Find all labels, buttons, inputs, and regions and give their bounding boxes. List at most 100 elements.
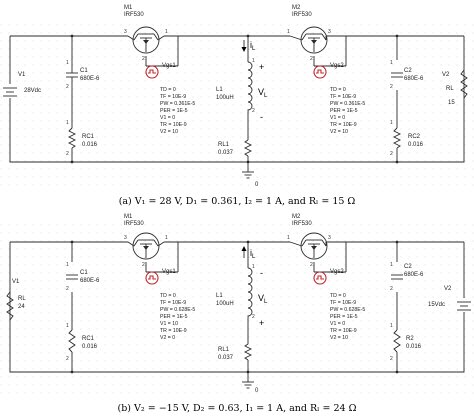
c2-label-b: C2 bbox=[404, 264, 412, 270]
svg-text:2: 2 bbox=[252, 108, 255, 114]
vgs1-param-4-b: V1 = 10 bbox=[160, 321, 178, 327]
minus-sign-b: - bbox=[260, 268, 263, 278]
rl1-value-b: 0.037 bbox=[218, 355, 234, 361]
v2-label-a: V2 bbox=[442, 72, 450, 78]
vgs2-param-0-b: TD = 0 bbox=[330, 293, 346, 299]
svg-text:2: 2 bbox=[390, 356, 393, 362]
svg-text:2: 2 bbox=[142, 56, 145, 62]
ground-label-b: 0 bbox=[255, 388, 259, 394]
r2-value-b: 0.016 bbox=[406, 344, 422, 350]
m1-part-a: IRF530 bbox=[124, 12, 144, 18]
vgs2-param-5-a: TR = 10E-9 bbox=[330, 122, 357, 128]
m1-label-b: M1 bbox=[124, 214, 133, 220]
rc1-label-a: RC1 bbox=[82, 134, 95, 140]
l1-value-a: 100uH bbox=[216, 95, 234, 101]
capacitor-c2-b bbox=[391, 274, 403, 280]
v1-value-a: 28Vdc bbox=[24, 88, 41, 94]
minus-sign-a: - bbox=[260, 112, 263, 122]
current-label-b: iL bbox=[250, 248, 256, 260]
capacitor-c1-b bbox=[66, 274, 78, 280]
pulse-source-vgs2-b bbox=[313, 271, 327, 285]
m1-part-b: IRF530 bbox=[124, 221, 144, 227]
v2-value-b: 15Vdc bbox=[428, 302, 445, 308]
rl-label-a: RL bbox=[446, 86, 454, 92]
m2-label-b: M2 bbox=[292, 214, 301, 220]
v2-label-b: V2 bbox=[444, 286, 452, 292]
capacitor-c1-a bbox=[66, 60, 78, 90]
rc1-value-a: 0.016 bbox=[82, 142, 98, 148]
vgs1-param-0-b: TD = 0 bbox=[160, 293, 176, 299]
mosfet-m1-b bbox=[127, 232, 165, 260]
vgs2-param-0-a: TD = 0 bbox=[330, 87, 346, 93]
vgs1-param-3-b: PER = 1E-5 bbox=[160, 314, 188, 320]
vgs1-label-b: Vgs1 bbox=[162, 269, 176, 275]
svg-text:1: 1 bbox=[66, 323, 69, 329]
svg-text:1: 1 bbox=[165, 29, 168, 35]
vgs1-param-2-b: PW = 0.628E-5 bbox=[160, 307, 195, 313]
pulse-source-vgs2-a bbox=[313, 65, 327, 79]
v1-label-b: V1 bbox=[12, 279, 20, 285]
svg-text:3: 3 bbox=[328, 235, 331, 241]
c2-value-a: 680E-6 bbox=[404, 76, 424, 82]
svg-text:1: 1 bbox=[390, 262, 393, 268]
svg-text:3: 3 bbox=[124, 235, 127, 241]
ground-symbol-a bbox=[242, 171, 254, 179]
vgs2-param-2-b: PW = 0.628E-5 bbox=[330, 307, 365, 313]
svg-text:3: 3 bbox=[328, 29, 331, 35]
vgs2-param-2-a: PW = 0.361E-5 bbox=[330, 101, 365, 107]
resistor-rl1-b bbox=[243, 343, 253, 361]
vgs1-param-3-a: PER = 1E-5 bbox=[160, 108, 188, 114]
vgs2-param-3-b: PER = 1E-5 bbox=[330, 314, 358, 320]
svg-text:1: 1 bbox=[66, 120, 69, 126]
vgs2-param-6-a: V2 = 10 bbox=[330, 129, 348, 135]
caption-b: (b) V₂ = −15 V, D₂ = 0.63, I₁ = 1 A, and… bbox=[118, 403, 357, 414]
mosfet-m1-a bbox=[127, 26, 165, 54]
svg-text:3: 3 bbox=[124, 29, 127, 35]
plus-sign-a: + bbox=[259, 62, 264, 72]
resistor-rc1-b bbox=[68, 329, 76, 353]
m2-part-a: IRF530 bbox=[292, 12, 312, 18]
svg-text:2: 2 bbox=[66, 84, 69, 90]
caption-a: (a) V₁ = 28 V, D₁ = 0.361, I₂ = 1 A, and… bbox=[119, 196, 356, 207]
vgs1-label-a: Vgs1 bbox=[162, 63, 176, 69]
vgs1-param-5-a: TR = 10E-9 bbox=[160, 122, 187, 128]
resistor-rc2-a bbox=[392, 127, 402, 149]
c2-value-b: 680E-6 bbox=[404, 272, 424, 278]
vgs2-param-4-b: V1 = 0 bbox=[330, 321, 345, 327]
voltage-label-a: VL bbox=[258, 87, 268, 99]
rl-label-b: RL bbox=[18, 296, 26, 302]
svg-text:1: 1 bbox=[287, 235, 290, 241]
ground-label-a: 0 bbox=[255, 182, 259, 188]
resistor-rl1-a bbox=[243, 139, 253, 157]
vgs2-param-4-a: V1 = 0 bbox=[330, 115, 345, 121]
mosfet-m2-b bbox=[289, 232, 328, 260]
c1-value-a: 680E-6 bbox=[80, 76, 100, 82]
m2-part-b: IRF530 bbox=[292, 221, 312, 227]
v1-label-a: V1 bbox=[18, 72, 26, 78]
circuit-b: V1 RL 24 C1 680E-6 12 RC1 0.016 12 M1 IR… bbox=[0, 214, 474, 414]
m2-label-a: M2 bbox=[292, 5, 301, 11]
vgs1-param-0-a: TD = 0 bbox=[160, 87, 176, 93]
circuit-a: V1 28Vdc C1 680E-6 12 RC1 0.016 12 M1 IR… bbox=[0, 5, 474, 207]
c1-value-b: 680E-6 bbox=[80, 278, 100, 284]
pulse-source-vgs1-a bbox=[145, 65, 159, 79]
vgs2-param-5-b: TR = 10E-9 bbox=[330, 328, 357, 334]
battery-v1-a bbox=[3, 84, 17, 98]
vgs2-param-6-b: V2 = 10 bbox=[330, 335, 348, 341]
svg-text:2: 2 bbox=[390, 151, 393, 157]
svg-text:1: 1 bbox=[287, 29, 290, 35]
svg-text:1: 1 bbox=[390, 120, 393, 126]
ground-symbol-b bbox=[242, 381, 254, 389]
rl-value-b: 24 bbox=[18, 304, 25, 310]
vgs1-param-5-b: TR = 10E-9 bbox=[160, 328, 187, 334]
vgs2-label-b: Vgs2 bbox=[330, 269, 344, 275]
c2-label-a: C2 bbox=[404, 68, 412, 74]
inductor-l1-b bbox=[247, 267, 253, 319]
vgs1-param-1-a: TF = 10E-9 bbox=[160, 94, 186, 100]
l1-label-b: L1 bbox=[216, 293, 223, 299]
svg-text:1: 1 bbox=[66, 262, 69, 268]
svg-text:2: 2 bbox=[66, 286, 69, 292]
rc2-value-a: 0.016 bbox=[408, 142, 424, 148]
rl-value-a: 15 bbox=[448, 100, 455, 106]
